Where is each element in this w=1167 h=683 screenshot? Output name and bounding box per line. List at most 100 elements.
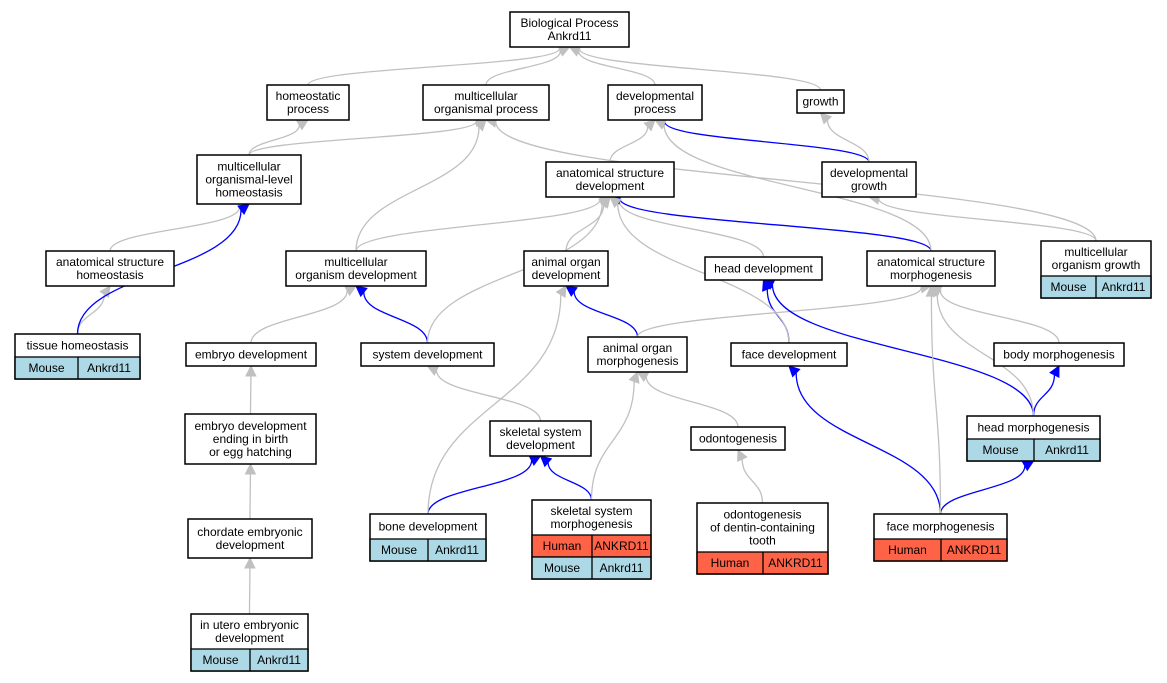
- edge-tissue-to-ash: [76, 285, 111, 335]
- node-label-line: head development: [714, 262, 813, 276]
- edge-sysd-to-mod: [355, 285, 429, 344]
- node-headd[interactable]: head development: [704, 256, 823, 281]
- edge-mod-to-asd: [355, 193, 612, 252]
- node-growth[interactable]: growth: [796, 89, 845, 114]
- edge-line: [619, 198, 932, 252]
- edge-line: [939, 289, 1060, 344]
- node-label-line: process: [287, 102, 329, 116]
- edge-line: [1032, 374, 1056, 417]
- node-label-line: multicellular: [454, 89, 517, 103]
- node-label-line: animal organ: [603, 341, 672, 355]
- node-border: [821, 161, 917, 198]
- node-odonto[interactable]: odontogenesis: [690, 426, 786, 451]
- node-label-line: odontogenesis: [699, 432, 777, 446]
- edge-line: [771, 284, 1035, 417]
- node-sysd[interactable]: system development: [360, 342, 495, 367]
- edge-odonto-to-aom: [636, 371, 739, 428]
- node-box: [45, 250, 175, 287]
- gene-cell: Ankrd11: [257, 653, 301, 667]
- node-label-line: animal organ: [531, 255, 600, 269]
- species-cell: Mouse: [1050, 280, 1086, 294]
- edge-line: [618, 200, 765, 258]
- arrowhead: [737, 448, 748, 462]
- node-faced[interactable]: face development: [730, 342, 848, 367]
- node-label-line: organism development: [295, 268, 417, 282]
- edge-line: [939, 465, 1026, 515]
- gene-cell: Ankrd11: [1102, 280, 1146, 294]
- edge-line: [485, 50, 562, 86]
- arrowhead: [1049, 365, 1060, 378]
- edge-line: [609, 126, 649, 163]
- node-box: [607, 84, 703, 121]
- node-label-line: bone development: [379, 520, 478, 534]
- node-border: [285, 250, 427, 287]
- edge-embryo-to-mod: [250, 285, 357, 344]
- edge-skm-to-skd: [539, 455, 593, 501]
- edge-line: [878, 198, 1097, 242]
- node-label-line: multicellular: [324, 255, 387, 269]
- node-border: [690, 426, 786, 451]
- arrowhead: [355, 285, 368, 298]
- arrowhead: [244, 462, 257, 475]
- species-cell: Human: [888, 543, 927, 557]
- node-embryo[interactable]: embryo development: [185, 342, 317, 367]
- node-label-line: multicellular: [1064, 245, 1127, 259]
- edge-line: [248, 120, 477, 156]
- edge-line: [427, 460, 533, 515]
- node-border: [696, 502, 829, 575]
- edge-facem-to-asm: [925, 284, 942, 515]
- node-border: [184, 413, 317, 465]
- node-label-line: body morphogenesis: [1003, 348, 1114, 362]
- edge-mog-to-devg: [867, 193, 1097, 242]
- node-bodym[interactable]: body morphogenesis: [993, 342, 1125, 367]
- arrowhead: [237, 203, 250, 215]
- edge-line: [76, 294, 106, 335]
- node-label-line: anatomical structure: [56, 255, 164, 269]
- arrowhead: [244, 556, 256, 569]
- node-border: [45, 250, 175, 287]
- node-label-line: homeostasis: [76, 268, 143, 282]
- node-border: [993, 342, 1125, 367]
- edge-line: [636, 287, 922, 338]
- arrowhead: [628, 370, 640, 384]
- node-border: [422, 84, 550, 121]
- edge-line: [363, 292, 429, 344]
- node-box: [285, 250, 427, 287]
- species-cell: Mouse: [381, 543, 417, 557]
- node-label-line: organismal-level: [205, 173, 292, 187]
- edge-faced-to-asd: [609, 196, 790, 344]
- gene-cell: ANKRD11: [768, 556, 823, 570]
- node-border: [966, 415, 1101, 462]
- edge-line: [617, 203, 790, 344]
- edge-line: [547, 462, 593, 501]
- node-label-line: skeletal system: [499, 425, 581, 439]
- node-label-line: face development: [742, 348, 837, 362]
- node-label-line: developmental: [616, 89, 694, 103]
- node-box: [196, 154, 302, 205]
- node-label-line: morphogenesis: [596, 354, 678, 368]
